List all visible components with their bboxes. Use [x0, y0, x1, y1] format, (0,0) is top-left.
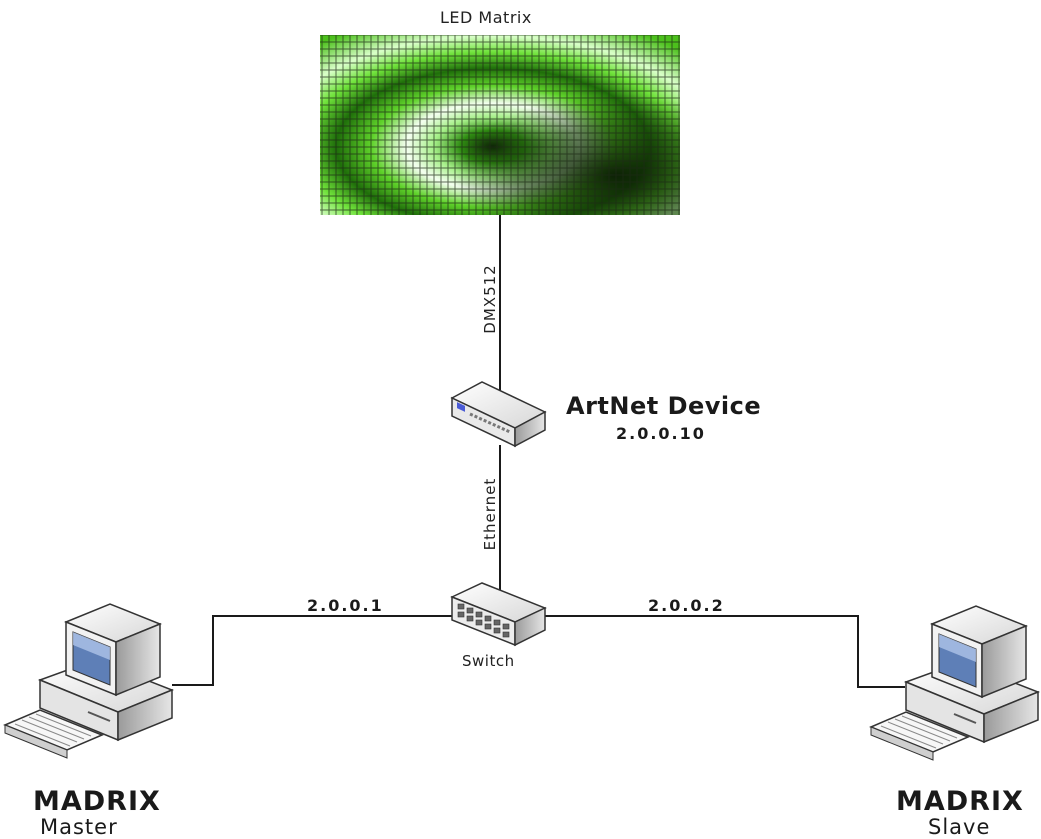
master-computer-icon	[3, 603, 175, 759]
slave-role: Slave	[928, 815, 991, 839]
slave-link-line	[545, 615, 905, 688]
artnet-device-name: ArtNet Device	[566, 392, 762, 420]
master-name: MADRIX	[33, 786, 161, 817]
network-switch-icon	[450, 582, 547, 647]
led-matrix	[320, 35, 680, 215]
master-role: Master	[40, 815, 118, 839]
artnet-device-ip: 2.0.0.10	[616, 424, 706, 443]
led-matrix-label: LED Matrix	[440, 8, 532, 27]
slave-ip-label: 2.0.0.2	[648, 596, 725, 615]
master-ip-label: 2.0.0.1	[307, 596, 384, 615]
connection-lines	[172, 215, 905, 688]
ethernet-link-label: Ethernet	[481, 477, 499, 551]
slave-name: MADRIX	[896, 786, 1024, 817]
master-link-line	[172, 615, 452, 686]
dmx-link-label: DMX512	[481, 264, 499, 334]
slave-computer-icon	[869, 605, 1041, 761]
switch-label: Switch	[462, 652, 515, 670]
artnet-node-icon	[450, 381, 547, 448]
